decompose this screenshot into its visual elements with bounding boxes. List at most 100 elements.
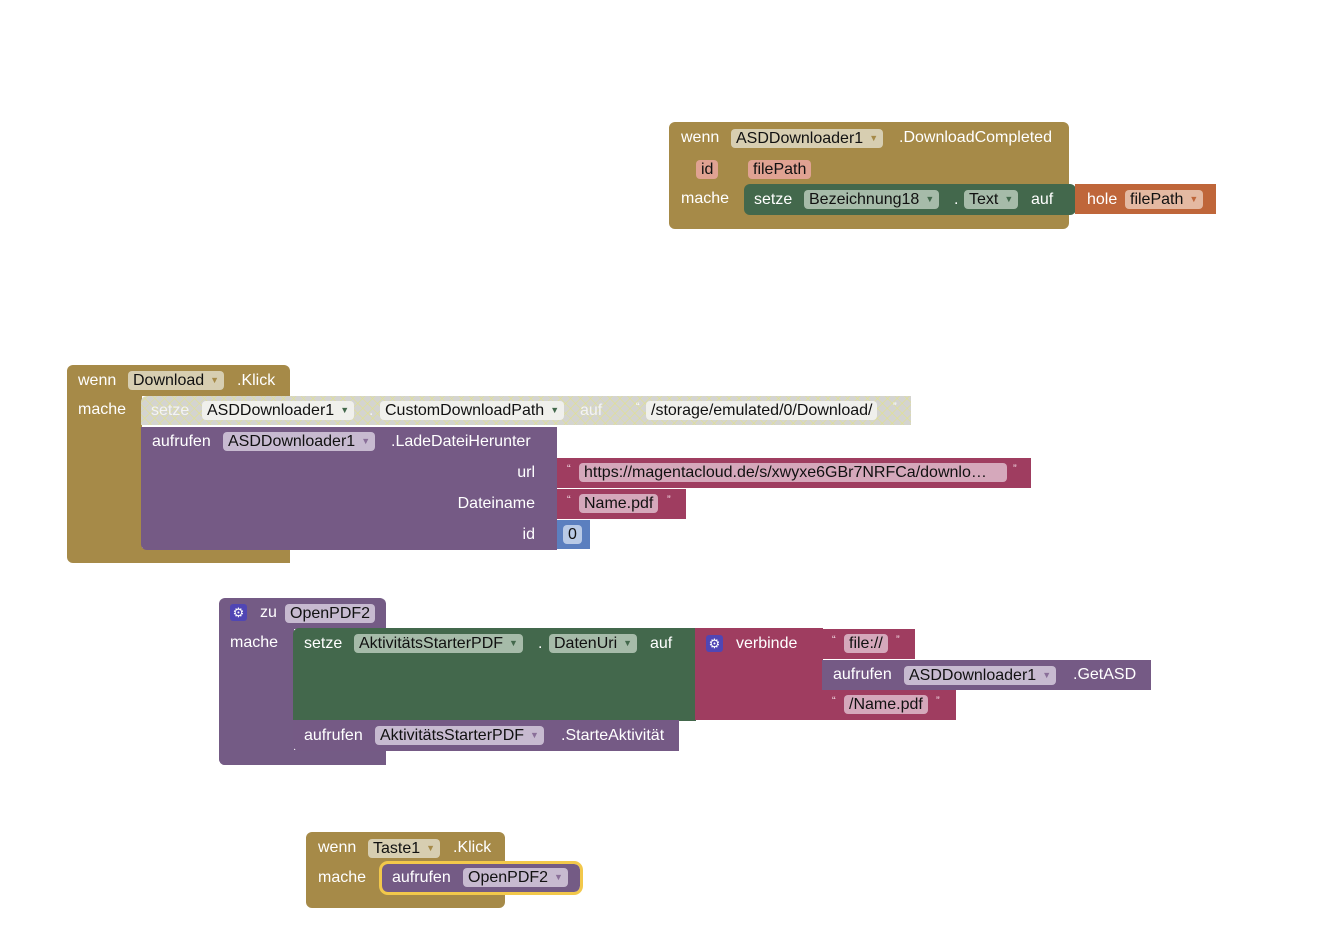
dropdown-arrow-icon: ▼ bbox=[340, 405, 350, 415]
set-label: setze bbox=[304, 635, 343, 652]
text-block-name-pdf[interactable]: “ /Name.pdf ” bbox=[822, 690, 956, 720]
text-value[interactable]: file:// bbox=[844, 634, 888, 653]
component-dropdown[interactable]: AktivitätsStarterPDF ▼ bbox=[354, 634, 523, 653]
param-id[interactable]: id bbox=[696, 160, 719, 179]
text-value[interactable]: Name.pdf bbox=[579, 494, 659, 513]
method-name: .LadeDateiHerunter bbox=[391, 433, 531, 450]
component-dropdown[interactable]: ASDDownloader1 ▼ bbox=[202, 401, 355, 420]
join-label: verbinde bbox=[736, 635, 798, 652]
to-label: auf bbox=[1031, 191, 1054, 208]
quote-open: “ bbox=[832, 634, 836, 646]
to-label: zu bbox=[260, 604, 277, 621]
do-label: mache bbox=[78, 401, 127, 418]
dropdown-value: AktivitätsStarterPDF bbox=[359, 635, 504, 652]
procedure-name-field[interactable]: OpenPDF2 bbox=[285, 604, 376, 623]
dropdown-arrow-icon: ▼ bbox=[361, 436, 371, 446]
quote-close: ” bbox=[893, 401, 897, 413]
call-procedure-block[interactable]: aufrufen OpenPDF2 ▼ bbox=[379, 861, 583, 895]
text-block-file-prefix[interactable]: “ file:// ” bbox=[822, 629, 915, 659]
quote-close: ” bbox=[936, 695, 940, 707]
gear-icon[interactable]: ⚙ bbox=[230, 604, 247, 621]
dropdown-arrow-icon: ▼ bbox=[210, 375, 220, 385]
gear-icon[interactable]: ⚙ bbox=[706, 635, 723, 652]
set-block[interactable]: setze AktivitätsStarterPDF▼ . DatenUri▼ … bbox=[293, 628, 696, 721]
arg-label-url: url bbox=[517, 464, 535, 481]
do-label: mache bbox=[318, 869, 367, 886]
event-block-download-completed[interactable]: wenn ASDDownloader1▼ .DownloadCompleted … bbox=[669, 122, 1069, 229]
component-dropdown[interactable]: Download ▼ bbox=[128, 371, 225, 390]
event-name: .DownloadCompleted bbox=[899, 129, 1052, 146]
text-value[interactable]: /storage/emulated/0/Download/ bbox=[646, 401, 878, 420]
dropdown-value: Bezeichnung18 bbox=[809, 191, 920, 208]
dropdown-arrow-icon: ▼ bbox=[426, 843, 436, 853]
component-dropdown[interactable]: Taste1 ▼ bbox=[368, 839, 441, 858]
event-body-column: mache bbox=[67, 395, 142, 555]
procedure-header[interactable]: ⚙ zu OpenPDF2 bbox=[219, 598, 386, 629]
dropdown-value: OpenPDF2 bbox=[468, 869, 549, 886]
dropdown-value: Download bbox=[133, 372, 205, 389]
dot: . bbox=[369, 402, 374, 419]
procedure-dropdown[interactable]: OpenPDF2 ▼ bbox=[463, 868, 568, 887]
text-block-url[interactable]: “ https://magentacloud.de/s/xwyxe6GBr7NR… bbox=[557, 458, 1031, 488]
component-dropdown[interactable]: ASDDownloader1▼ bbox=[223, 432, 376, 451]
dropdown-value: AktivitätsStarterPDF bbox=[380, 727, 525, 744]
dropdown-value: Text bbox=[969, 191, 999, 208]
call-label: aufrufen bbox=[392, 869, 451, 886]
dropdown-arrow-icon: ▼ bbox=[550, 405, 560, 415]
method-name: .StarteAktivität bbox=[561, 727, 665, 744]
property-dropdown[interactable]: CustomDownloadPath▼ bbox=[380, 401, 565, 420]
call-block-download-file[interactable]: aufrufen ASDDownloader1▼ .LadeDateiHerun… bbox=[141, 427, 557, 550]
dropdown-arrow-icon: ▼ bbox=[1042, 670, 1052, 680]
variable-dropdown[interactable]: filePath▼ bbox=[1125, 190, 1204, 209]
quote-open: “ bbox=[636, 401, 640, 413]
set-block[interactable]: setze Bezeichnung18▼ . Text▼ auf bbox=[744, 184, 1076, 215]
procedure-bottom-bar bbox=[219, 750, 386, 765]
text-value[interactable]: /Name.pdf bbox=[844, 695, 928, 714]
property-dropdown[interactable]: Text▼ bbox=[964, 190, 1019, 209]
dropdown-value: ASDDownloader1 bbox=[207, 402, 335, 419]
component-dropdown[interactable]: ASDDownloader1 ▼ bbox=[731, 129, 884, 148]
dropdown-value: filePath bbox=[1130, 191, 1184, 208]
component-dropdown[interactable]: ASDDownloader1▼ bbox=[904, 666, 1057, 685]
dropdown-arrow-icon: ▼ bbox=[509, 638, 518, 648]
number-value[interactable]: 0 bbox=[563, 525, 582, 544]
text-value[interactable]: https://magentacloud.de/s/xwyxe6GBr7NRFC… bbox=[579, 463, 1007, 482]
event-name: .Klick bbox=[453, 839, 492, 856]
get-block[interactable]: hole filePath▼ bbox=[1075, 184, 1216, 214]
event-name: .Klick bbox=[237, 372, 276, 389]
number-block-id[interactable]: 0 bbox=[557, 520, 590, 549]
set-label: setze bbox=[151, 402, 190, 419]
arg-label-id: id bbox=[522, 526, 535, 543]
dropdown-arrow-icon: ▼ bbox=[925, 194, 935, 204]
call-label: aufrufen bbox=[833, 666, 892, 683]
event-block-download-click[interactable]: wenn Download ▼ .Klick bbox=[67, 365, 290, 396]
when-label: wenn bbox=[78, 372, 117, 389]
dropdown-value: Taste1 bbox=[373, 840, 421, 857]
quote-close: ” bbox=[1013, 463, 1017, 475]
dropdown-arrow-icon: ▼ bbox=[869, 133, 879, 143]
do-label: mache bbox=[230, 634, 279, 651]
to-label: auf bbox=[580, 402, 603, 419]
disabled-set-block[interactable]: setze ASDDownloader1 ▼ . CustomDownloadPa… bbox=[141, 396, 911, 425]
dot: . bbox=[538, 635, 543, 652]
when-label: wenn bbox=[681, 129, 720, 146]
component-dropdown[interactable]: Bezeichnung18 ▼ bbox=[804, 190, 940, 209]
event-bottom-bar bbox=[67, 548, 290, 563]
call-block-get-asd[interactable]: aufrufen ASDDownloader1▼ .GetASD bbox=[822, 660, 1151, 690]
set-label: setze bbox=[754, 191, 793, 208]
quote-close: ” bbox=[896, 634, 900, 646]
dropdown-arrow-icon: ▼ bbox=[623, 638, 633, 648]
quote-close: ” bbox=[667, 494, 671, 506]
property-dropdown[interactable]: DatenUri ▼ bbox=[549, 634, 638, 653]
component-dropdown[interactable]: AktivitätsStarterPDF ▼ bbox=[375, 726, 544, 745]
dropdown-value: DatenUri bbox=[554, 635, 618, 652]
call-block-start-activity[interactable]: aufrufen AktivitätsStarterPDF▼ .StarteAk… bbox=[293, 720, 679, 751]
param-filepath[interactable]: filePath bbox=[748, 160, 812, 179]
dropdown-arrow-icon: ▼ bbox=[554, 872, 563, 882]
dropdown-arrow-icon: ▼ bbox=[530, 730, 539, 740]
dropdown-value: ASDDownloader1 bbox=[736, 130, 864, 147]
event-block-taste-click[interactable]: wenn Taste1▼ .Klick mache bbox=[306, 832, 505, 908]
text-block-filename[interactable]: “ Name.pdf ” bbox=[557, 489, 686, 519]
quote-open: “ bbox=[832, 695, 836, 707]
join-block[interactable]: ⚙ verbinde bbox=[695, 628, 823, 720]
